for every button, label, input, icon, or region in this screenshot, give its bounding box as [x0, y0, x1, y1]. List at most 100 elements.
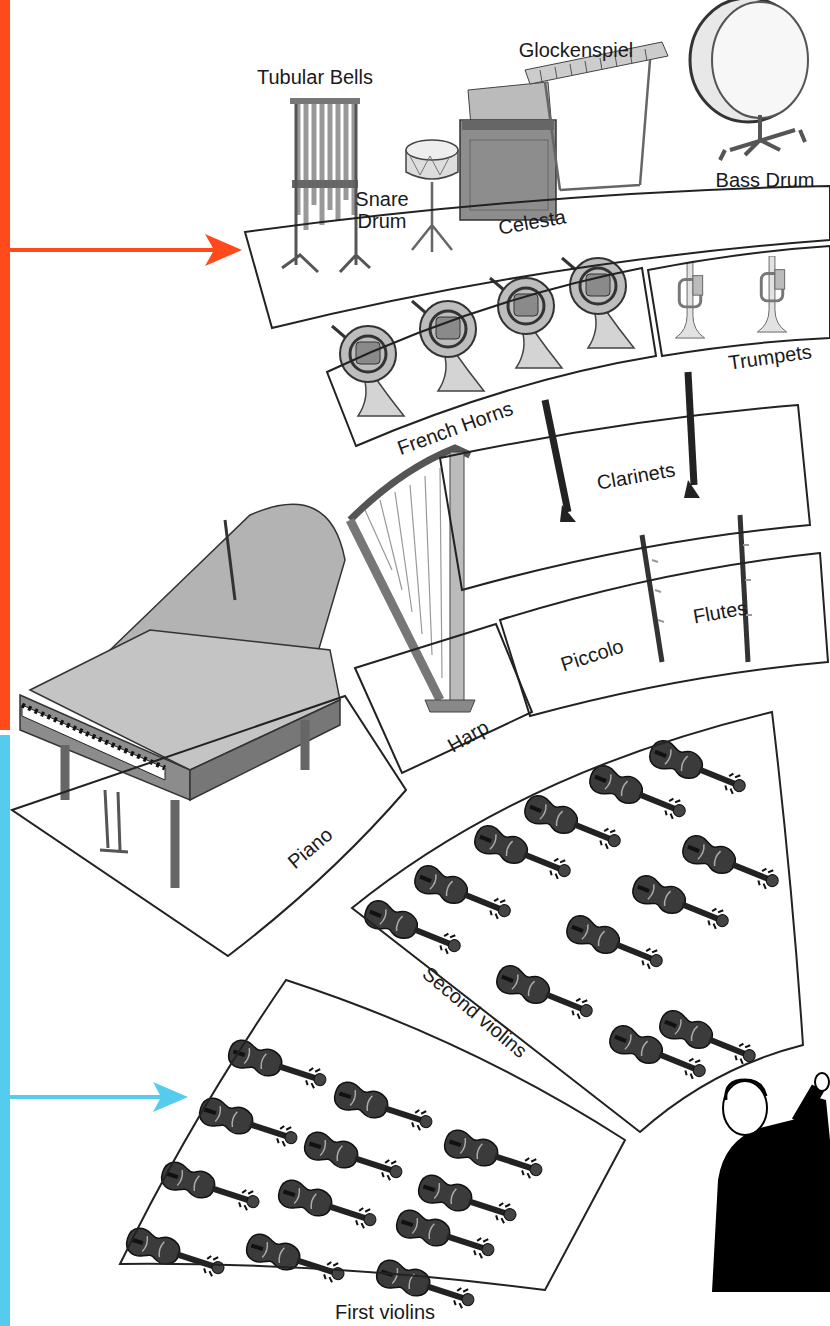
- section-label: Piano: [283, 823, 336, 873]
- conductor-figure: [712, 1073, 830, 1292]
- snare-drum-icon-part: [406, 140, 458, 160]
- snare-drum-icon-part: [412, 182, 452, 252]
- piano-icon-part: [20, 695, 190, 800]
- flute-icons-part: [740, 515, 748, 662]
- section-bar-blue: [0, 735, 188, 1326]
- conductor-figure-part: [798, 1088, 818, 1122]
- section-outline: [495, 545, 830, 720]
- flute-icons: [642, 515, 752, 662]
- piano-icon: [20, 504, 345, 888]
- section-outline: [320, 250, 660, 480]
- section-outline: [350, 615, 535, 780]
- second-violin-section: Second violins: [345, 705, 810, 1135]
- violin-icon: [563, 912, 667, 975]
- celesta-icon-part: [462, 120, 554, 130]
- bass-drum-icon: [690, 0, 808, 160]
- tubular-bells-icon-part: [292, 180, 358, 188]
- violin-icon: [301, 1129, 406, 1186]
- section-label: Celesta: [497, 205, 568, 238]
- section-label: Snare Drum: [352, 188, 412, 232]
- violin-icon: [679, 832, 783, 895]
- conductor-figure-part: [726, 1080, 766, 1100]
- violin-icon: [646, 737, 750, 800]
- piano-icon-part: [225, 520, 235, 600]
- section-label: Clarinets: [595, 458, 677, 493]
- flute-section: PiccoloFlutes: [495, 545, 830, 720]
- bass-drum-icon-part: [720, 115, 805, 160]
- tubular-bells-icon-part: [298, 104, 354, 230]
- piano-icon-part: [100, 790, 128, 852]
- conductor-figure-part: [723, 1081, 767, 1135]
- clarinet-icons-part: [684, 480, 700, 498]
- glockenspiel-icon-part: [545, 60, 650, 190]
- trumpet-icon: [675, 262, 704, 338]
- snare-drum-icon: [406, 140, 458, 252]
- violin-icon: [123, 1225, 228, 1282]
- violin-icon: [471, 822, 575, 885]
- section-label: First violins: [335, 1301, 435, 1323]
- section-outline: [345, 705, 810, 1135]
- section-outline-path: [500, 553, 828, 716]
- percussion-area: Tubular BellsSnare Drum Celesta Glockenspi…: [240, 30, 830, 330]
- violin-icon: [629, 872, 733, 935]
- tubular-bells-icon: [282, 98, 370, 272]
- violin-icon: [225, 1037, 330, 1094]
- section-label: Piccolo: [558, 635, 626, 676]
- section-outline-path: [120, 980, 625, 1290]
- horn-section: French Horns: [320, 250, 660, 480]
- piano-icon-part: [110, 504, 345, 652]
- section-bar-blue-part: [0, 735, 10, 1326]
- violin-icon: [521, 792, 625, 855]
- harp-icon-part: [350, 520, 440, 700]
- violin-icon: [493, 962, 597, 1025]
- clarinet-icons: [545, 372, 700, 522]
- french-horn-icon: [332, 326, 404, 416]
- violin-icon: [586, 762, 690, 825]
- section-label: Second violins: [419, 962, 532, 1062]
- section-label: French Horns: [394, 397, 515, 459]
- glockenspiel-icon: [525, 42, 668, 190]
- piano-area: Piano: [8, 690, 408, 960]
- trumpet-section: Trumpets: [645, 240, 830, 375]
- piano-icon-part: [22, 705, 165, 780]
- violin-icon: [393, 1207, 498, 1264]
- harp-icon-part: [425, 700, 475, 712]
- violin-icon: [411, 862, 515, 925]
- section-outline-path: [648, 246, 830, 356]
- section-label: Tubular Bells: [257, 66, 373, 88]
- first-violin-section: First violins: [115, 975, 630, 1325]
- snare-drum-icon-part: [410, 156, 450, 175]
- section-outline-path: [352, 712, 803, 1132]
- piano-icon-part: [65, 720, 305, 888]
- section-bar-blue-part: [10, 1095, 165, 1099]
- section-label: Harp: [444, 716, 493, 757]
- harp-area: Harp: [350, 615, 535, 780]
- section-outline: [8, 690, 408, 960]
- violin-icon: [606, 1022, 710, 1085]
- trumpet-icon: [757, 256, 786, 332]
- section-label: Glockenspiel: [519, 39, 634, 61]
- section-bar-red-part: [10, 248, 215, 252]
- clarinet-icons-part: [560, 505, 576, 522]
- french-horn-icons: [332, 258, 634, 416]
- flute-icons-part: [642, 535, 662, 662]
- section-outline: [115, 975, 630, 1325]
- harp-icon-part: [450, 452, 464, 702]
- flute-icons-part: [652, 560, 664, 622]
- violin-icon: [275, 1177, 380, 1234]
- section-outline: [435, 395, 815, 595]
- clarinet-icons-part: [545, 400, 568, 512]
- tubular-bells-icon-part: [290, 98, 360, 104]
- french-horn-icon: [412, 301, 484, 391]
- section-outline-path: [245, 186, 830, 328]
- first-violin-icons: [123, 1037, 546, 1314]
- section-bar-blue-part: [153, 1082, 188, 1112]
- section-bar-red-part: [205, 234, 242, 266]
- conductor-figure-part: [815, 1073, 829, 1091]
- clarinet-section: Clarinets: [435, 395, 815, 595]
- section-label: Bass Drum: [716, 169, 815, 191]
- violin-icon: [361, 897, 465, 960]
- harp-icon: [350, 448, 475, 712]
- trumpet-icons: [675, 256, 786, 338]
